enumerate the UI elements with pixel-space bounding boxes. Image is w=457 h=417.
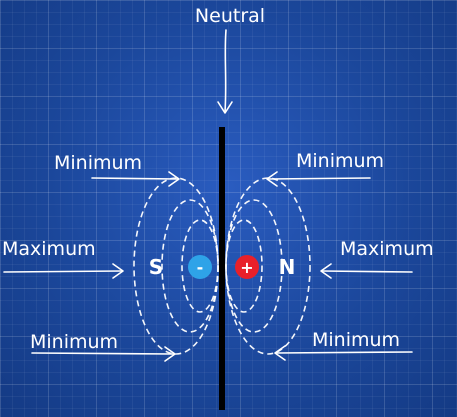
arrow-left xyxy=(3,263,124,279)
arrow-bottom-left xyxy=(31,346,176,362)
arrow-top-right xyxy=(266,171,371,187)
maximum-label-left: Maximum xyxy=(2,238,96,260)
maximum-label-right: Maximum xyxy=(340,238,434,260)
arrow-top-left xyxy=(91,171,180,187)
minimum-label-bottom-left: Minimum xyxy=(30,331,118,353)
neutral-label: Neutral xyxy=(195,5,265,27)
south-pole-label: S xyxy=(149,255,163,279)
minimum-label-top-left: Minimum xyxy=(54,152,142,174)
minimum-label-bottom-right: Minimum xyxy=(312,329,400,351)
arrow-right xyxy=(320,263,413,279)
north-pole-label: N xyxy=(279,255,296,279)
left-field-lines xyxy=(133,177,219,355)
positive-sign: + xyxy=(240,258,253,277)
positive-charge-circle xyxy=(235,255,259,279)
neutral-arrow xyxy=(217,29,233,114)
negative-charge: - xyxy=(188,255,212,279)
right-field-loop-inner xyxy=(225,219,263,313)
center-conductor-line xyxy=(219,127,225,410)
arrow-bottom-right xyxy=(274,345,413,361)
positive-charge: + xyxy=(235,255,259,279)
negative-charge-circle xyxy=(188,255,212,279)
left-field-loop-inner xyxy=(181,219,219,313)
negative-sign: - xyxy=(197,258,204,277)
minimum-label-top-right: Minimum xyxy=(296,150,384,172)
